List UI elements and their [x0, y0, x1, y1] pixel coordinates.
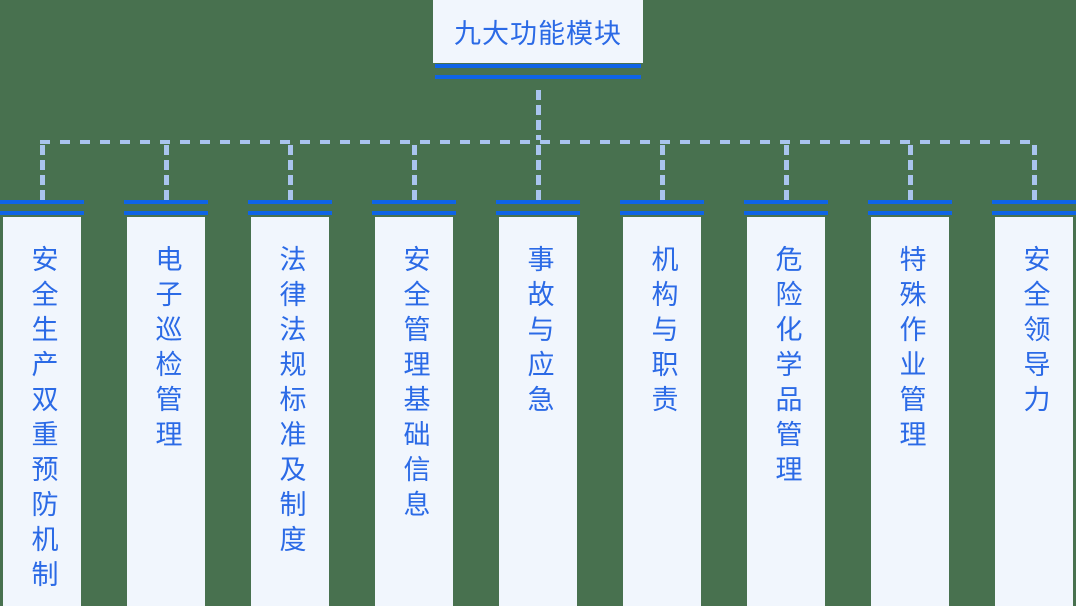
column-rule-top — [372, 200, 456, 204]
module-column: 机构与职责 — [620, 145, 704, 606]
connector-drop — [783, 145, 789, 200]
column-rule-bottom — [372, 210, 456, 215]
column-rule-top — [124, 200, 208, 204]
connector-drop — [535, 145, 541, 200]
root-underline-bottom — [435, 75, 641, 79]
module-column: 危险化学品管理 — [744, 145, 828, 606]
module-column: 法律法规标准及制度 — [248, 145, 332, 606]
column-rule-bottom — [620, 210, 704, 215]
column-rule-bottom — [496, 210, 580, 215]
connector-root-drop — [536, 90, 541, 140]
column-rule-top — [992, 200, 1076, 204]
column-rule-top — [868, 200, 952, 204]
connector-drop — [1031, 145, 1037, 200]
connector-trunk — [40, 140, 1036, 144]
column-rule-top — [620, 200, 704, 204]
column-rule-bottom — [744, 210, 828, 215]
connector-drop — [411, 145, 417, 200]
connector-drop — [39, 145, 45, 200]
column-panel: 安全管理基础信息 — [375, 217, 453, 606]
column-rule-top — [744, 200, 828, 204]
column-rule-bottom — [248, 210, 332, 215]
module-label: 危险化学品管理 — [770, 245, 802, 490]
root-underline-top — [435, 64, 641, 68]
column-panel: 事故与应急 — [499, 217, 577, 606]
column-rule-top — [496, 200, 580, 204]
module-label: 安全领导力 — [1018, 245, 1050, 420]
module-column: 安全生产双重预防机制 — [0, 145, 84, 606]
connector-drop — [163, 145, 169, 200]
column-panel: 特殊作业管理 — [871, 217, 949, 606]
column-panel: 机构与职责 — [623, 217, 701, 606]
module-column: 安全领导力 — [992, 145, 1076, 606]
column-rule-top — [0, 200, 84, 204]
column-panel: 电子巡检管理 — [127, 217, 205, 606]
column-panel: 安全领导力 — [995, 217, 1073, 606]
module-column: 安全管理基础信息 — [372, 145, 456, 606]
module-label: 安全管理基础信息 — [398, 245, 430, 525]
module-label: 机构与职责 — [646, 245, 678, 420]
column-panel: 危险化学品管理 — [747, 217, 825, 606]
connector-drop — [659, 145, 665, 200]
column-rule-bottom — [992, 210, 1076, 215]
column-panel: 法律法规标准及制度 — [251, 217, 329, 606]
column-rule-top — [248, 200, 332, 204]
column-rule-bottom — [868, 210, 952, 215]
module-column: 特殊作业管理 — [868, 145, 952, 606]
root-node-box: 九大功能模块 — [433, 0, 643, 63]
module-label: 法律法规标准及制度 — [274, 245, 306, 560]
module-column: 事故与应急 — [496, 145, 580, 606]
module-label: 电子巡检管理 — [150, 245, 182, 455]
connector-drop — [907, 145, 913, 200]
module-label: 事故与应急 — [522, 245, 554, 420]
module-label: 特殊作业管理 — [894, 245, 926, 455]
root-node-title: 九大功能模块 — [454, 19, 622, 50]
module-label: 安全生产双重预防机制 — [26, 245, 58, 595]
module-column: 电子巡检管理 — [124, 145, 208, 606]
column-panel: 安全生产双重预防机制 — [3, 217, 81, 606]
connector-drop — [287, 145, 293, 200]
column-rule-bottom — [124, 210, 208, 215]
column-rule-bottom — [0, 210, 84, 215]
